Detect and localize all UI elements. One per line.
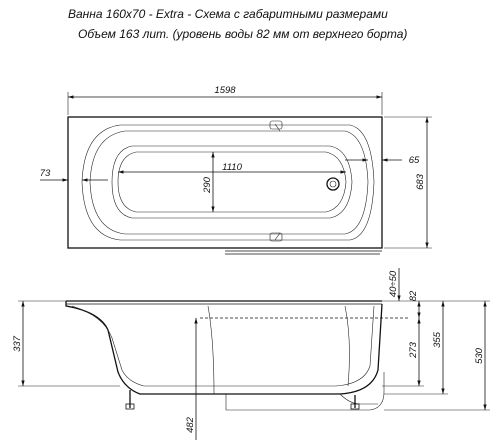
water-level-dim: 82 [408,290,419,301]
tub-outline-top [67,116,383,249]
drain-circle [326,177,340,191]
left-offset-dim: 73 [40,168,51,179]
leg-height-dim: 482 [185,416,196,433]
diagram-subtitle: Объем 163 лит. (уровень воды 82 мм от ве… [78,27,408,41]
left-depth-dim: 337 [12,335,23,352]
rim-inner-outline [89,130,369,235]
inner-width-dim: 290 [202,176,213,194]
diagram-title: Ванна 160х70 - Extra - Схема с габаритны… [68,7,388,21]
top-view: 1598 683 1110 290 73 65 [40,85,432,255]
width-dim: 683 [415,173,426,190]
handle-top [269,120,283,130]
side-view: 40÷50 82 273 355 530 337 482 [12,268,490,440]
handle-bottom [269,232,283,242]
length-dim: 1598 [214,85,236,96]
inner-depth-dim: 273 [408,341,419,359]
side-body [65,301,383,395]
inner-length-dim: 1110 [222,162,242,173]
right-offset-dim: 65 [409,155,420,166]
total-height-dim: 530 [474,347,485,364]
basin-outline [111,145,353,219]
rim-outline [81,124,375,241]
rim-range-dim: 40÷50 [388,270,399,297]
middle-depth-dim: 355 [432,331,443,348]
